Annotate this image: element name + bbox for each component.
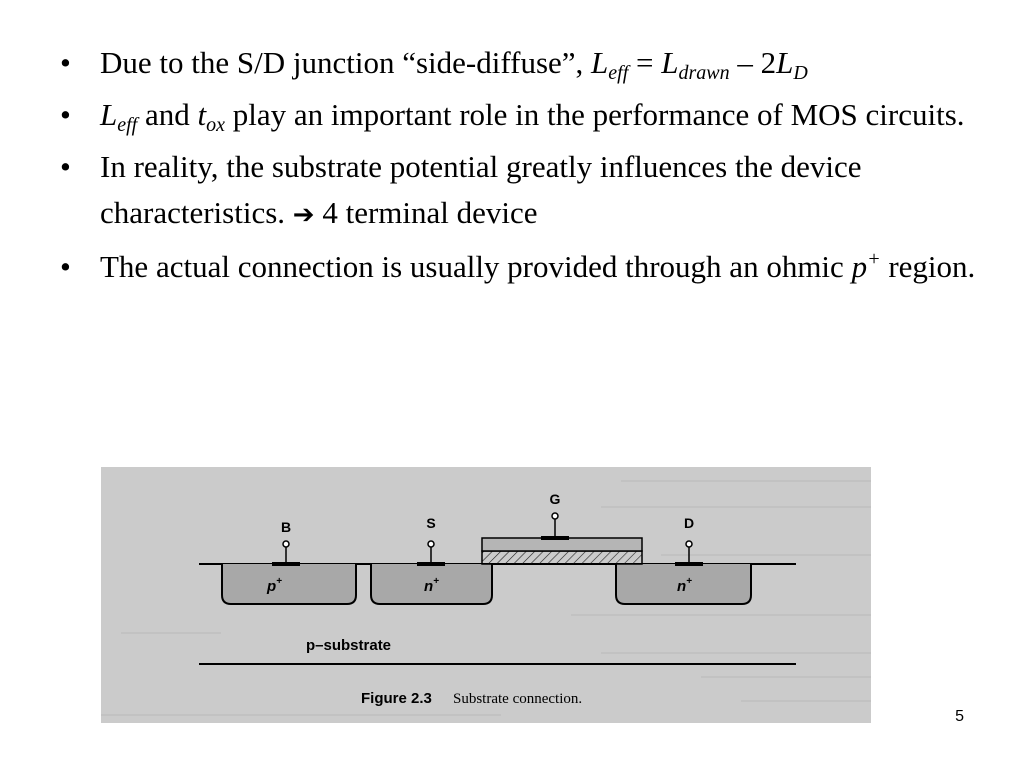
- leff-symbol: Leff: [100, 97, 138, 136]
- terminal-s-contact: [417, 562, 445, 566]
- figure-caption-title: Figure 2.3: [361, 690, 432, 707]
- substrate-label: p–substrate: [306, 637, 391, 654]
- arrow-right-icon: ➔: [292, 200, 315, 230]
- bullet-ohmic-connection: The actual connection is usually provide…: [60, 244, 980, 290]
- n-plus-source-label: n+: [424, 576, 439, 595]
- bullet-substrate-potential: In reality, the substrate potential grea…: [60, 144, 980, 238]
- terminal-d-label: D: [684, 515, 694, 531]
- p-plus-label: p+: [266, 576, 282, 595]
- scan-texture: [101, 480, 871, 716]
- n-plus-drain-region: [615, 564, 752, 605]
- terminal-g-contact: [541, 536, 569, 540]
- terminal-g-node: [551, 512, 559, 520]
- gate-oxide: [481, 550, 643, 565]
- bullet-list: Due to the S/D junction “side-diffuse”, …: [60, 40, 980, 296]
- terminal-s-node: [427, 540, 435, 548]
- p-plus-symbol: p+: [851, 248, 881, 284]
- terminal-g-label: G: [550, 491, 561, 507]
- terminal-b-node: [282, 540, 290, 548]
- ldrawn-symbol: Ldrawn: [661, 45, 730, 84]
- terminal-d-contact: [675, 562, 703, 566]
- ld-symbol: LD: [776, 45, 808, 84]
- p-plus-region: [221, 564, 357, 605]
- n-plus-source-region: [370, 564, 493, 605]
- substrate-connection-figure: B S G D p+ n+ n+ p–substrate Figure 2.3 …: [101, 467, 871, 723]
- terminal-s-label: S: [426, 515, 435, 531]
- figure-caption-text: Substrate connection.: [453, 691, 582, 707]
- bullet-leff-tox: Leff and tox play an important role in t…: [60, 92, 980, 138]
- leff-symbol: Leff: [591, 45, 629, 84]
- terminal-b-contact: [272, 562, 300, 566]
- tox-symbol: tox: [197, 97, 226, 136]
- page-number: 5: [955, 708, 964, 725]
- bullet-side-diffuse: Due to the S/D junction “side-diffuse”, …: [60, 40, 980, 86]
- n-plus-drain-label: n+: [677, 576, 692, 595]
- terminal-d-node: [685, 540, 693, 548]
- terminal-b-label: B: [281, 519, 291, 535]
